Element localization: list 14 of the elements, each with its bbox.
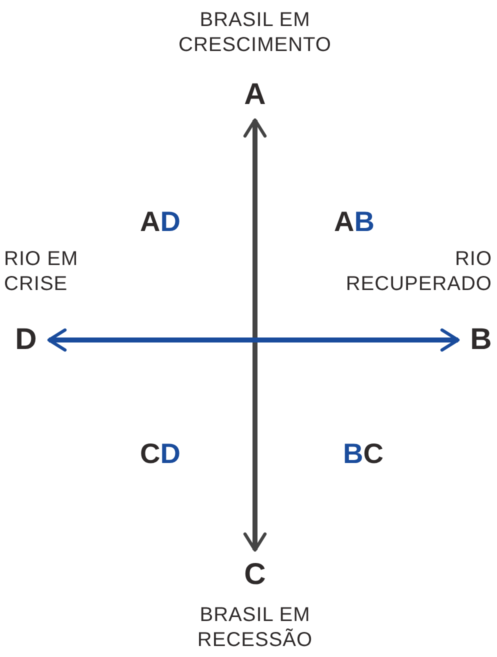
scenario-caption: BRASIL EM CRESCIMENTO (178, 8, 332, 58)
axis-arrow (243, 118, 267, 552)
scenario-caption: RIO RECUPERADO (344, 247, 492, 297)
axis-end-letter: A (240, 78, 270, 112)
scenario-caption: RIO EM CRISE (4, 247, 80, 297)
axis-end-letter: B (466, 323, 496, 357)
axis-arrow (47, 328, 460, 352)
quadrant-label: BC (343, 438, 384, 470)
axis-end-letter: C (240, 558, 270, 592)
scenario-caption: BRASIL EM RECESSÃO (196, 603, 314, 653)
quadrant-label: AB (334, 206, 374, 238)
axis-end-letter: D (11, 323, 41, 357)
quadrant-label: AD (140, 206, 180, 238)
quadrant-label: CD (140, 438, 180, 470)
